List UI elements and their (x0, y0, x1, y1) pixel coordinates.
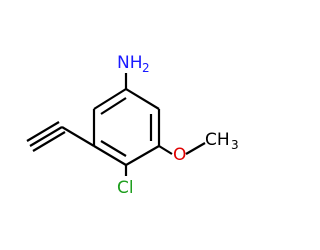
methyl-label: CH 3 (205, 130, 239, 152)
molecule-structure: NH 2 O CH 3 Cl (26, 53, 239, 198)
amine-text: NH (117, 53, 143, 73)
bond-c5-alkyne (61, 126, 95, 147)
methyl-subscript: 3 (231, 138, 239, 152)
ring-bond-c4-c5 (93, 145, 127, 166)
ring-bond-c6-c1-inner (100, 97, 127, 115)
triple-bond (26, 121, 66, 152)
methyl-text: CH (205, 130, 230, 150)
oxygen-label: O (173, 145, 186, 165)
ring-bond-c4-c5-inner (100, 140, 127, 157)
bond-c3-o (158, 145, 173, 155)
ring-bond-c1-c2 (125, 88, 160, 110)
ring-bond-c3-c4 (125, 145, 160, 166)
amine-label: NH 2 (117, 53, 150, 75)
chlorine-label: Cl (117, 178, 134, 198)
bond-o-ch3 (185, 142, 206, 155)
amine-subscript: 2 (142, 61, 150, 75)
benzene-ring (92, 88, 161, 166)
ring-bond-c6-c1 (93, 88, 127, 110)
